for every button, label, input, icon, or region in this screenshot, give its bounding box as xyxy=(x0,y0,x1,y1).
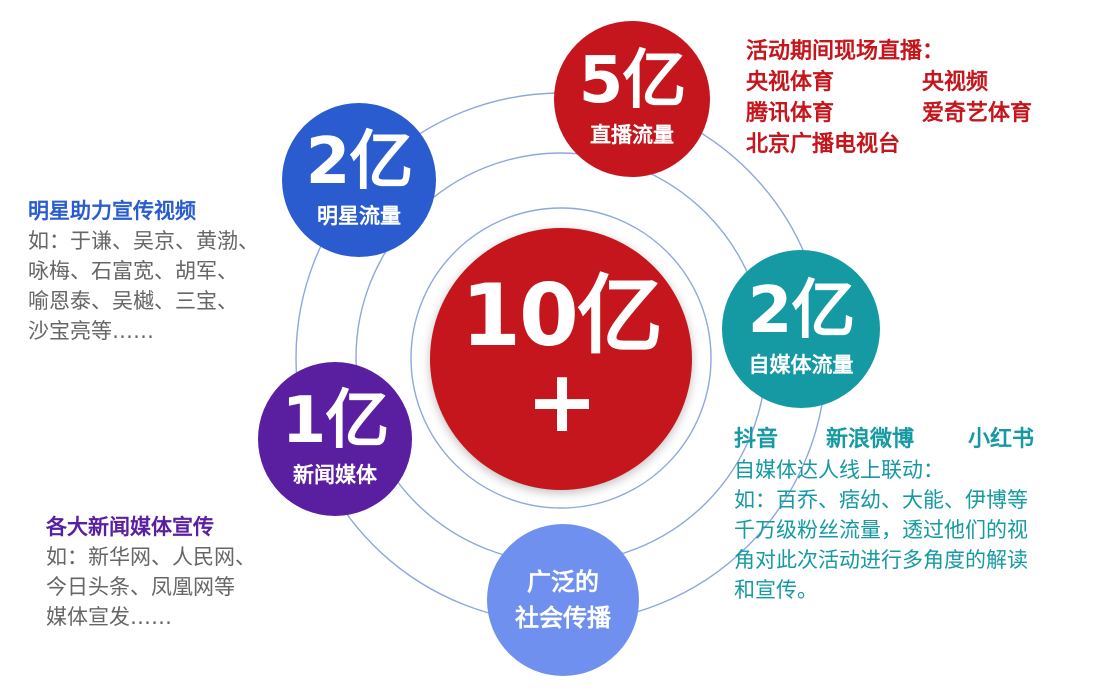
platform-name: 新浪微博 xyxy=(826,427,915,452)
social-spread-node: 广泛的 社会传播 xyxy=(487,524,639,676)
news-promo-line: 如：新华网、人民网、 xyxy=(46,545,256,569)
news-media-value: 1亿 xyxy=(281,384,390,458)
live-broadcast-heading: 活动期间现场直播： xyxy=(746,39,945,64)
live-channel-row: 北京广播电视台 xyxy=(746,129,1032,160)
star-promo-line: 喻恩泰、吴樾、三宝、 xyxy=(28,289,238,313)
self-media-line: 如：百乔、痞幼、大能、伊博等 xyxy=(734,488,1028,512)
self-media-line: 自媒体达人线上联动： xyxy=(734,458,944,482)
star-promo-line: 如：于谦、吴京、黄渤、 xyxy=(28,229,259,253)
star-promo-block: 明星助力宣传视频 如：于谦、吴京、黄渤、 咏梅、石富宽、胡军、 喻恩泰、吴樾、三… xyxy=(28,196,259,346)
live-broadcast-block: 活动期间现场直播： 央视体育 央视频 腾讯体育 爱奇艺体育 北京广播电视台 xyxy=(746,36,1032,160)
live-channel: 爱奇艺体育 xyxy=(922,101,1033,126)
live-channel-row: 央视体育 央视频 xyxy=(746,67,1032,98)
live-channel: 北京广播电视台 xyxy=(746,132,901,157)
news-media-node: 1亿 新闻媒体 xyxy=(258,362,412,516)
center-total-value: 10亿+ xyxy=(461,266,663,452)
self-media-line: 和宣传。 xyxy=(734,578,818,602)
live-channel-row: 腾讯体育 爱奇艺体育 xyxy=(746,98,1032,129)
live-channel: 央视体育 xyxy=(746,70,835,95)
live-stream-node: 5亿 直播流量 xyxy=(554,21,710,177)
self-media-line: 千万级粉丝流量，透过他们的视 xyxy=(734,518,1028,542)
social-spread-label-line1: 广泛的 xyxy=(527,568,599,596)
platform-name: 抖音 xyxy=(734,427,779,452)
platform-row: 抖音 新浪微博 小红书 xyxy=(734,425,1034,455)
star-label: 明星流量 xyxy=(317,204,401,228)
live-channel: 央视频 xyxy=(922,70,989,95)
center-total-circle: 10亿+ xyxy=(430,228,692,490)
self-media-block: 抖音 新浪微博 小红书 自媒体达人线上联动： 如：百乔、痞幼、大能、伊博等 千万级粉… xyxy=(734,425,1034,605)
star-node: 2亿 明星流量 xyxy=(282,103,436,257)
self-media-line: 角对此次活动进行多角度的解读 xyxy=(734,548,1028,572)
self-media-value: 2亿 xyxy=(747,274,856,348)
self-media-node: 2亿 自媒体流量 xyxy=(722,250,880,408)
social-spread-label-line2: 社会传播 xyxy=(515,604,611,632)
news-media-label: 新闻媒体 xyxy=(293,463,377,487)
ring-inner xyxy=(410,207,712,509)
news-promo-line: 媒体宣发…… xyxy=(46,605,172,629)
star-promo-heading: 明星助力宣传视频 xyxy=(28,199,196,223)
news-promo-block: 各大新闻媒体宣传 如：新华网、人民网、 今日头条、凤凰网等 媒体宣发…… xyxy=(46,512,256,632)
star-promo-line: 沙宝亮等…… xyxy=(28,319,154,343)
live-stream-label: 直播流量 xyxy=(590,123,674,147)
live-channel: 腾讯体育 xyxy=(746,101,835,126)
live-stream-value: 5亿 xyxy=(578,44,687,118)
self-media-label: 自媒体流量 xyxy=(748,353,854,377)
news-promo-line: 今日头条、凤凰网等 xyxy=(46,575,235,599)
platform-name: 小红书 xyxy=(968,427,1035,452)
star-promo-line: 咏梅、石富宽、胡军、 xyxy=(28,259,238,283)
star-value: 2亿 xyxy=(305,125,414,199)
news-promo-heading: 各大新闻媒体宣传 xyxy=(46,515,214,539)
